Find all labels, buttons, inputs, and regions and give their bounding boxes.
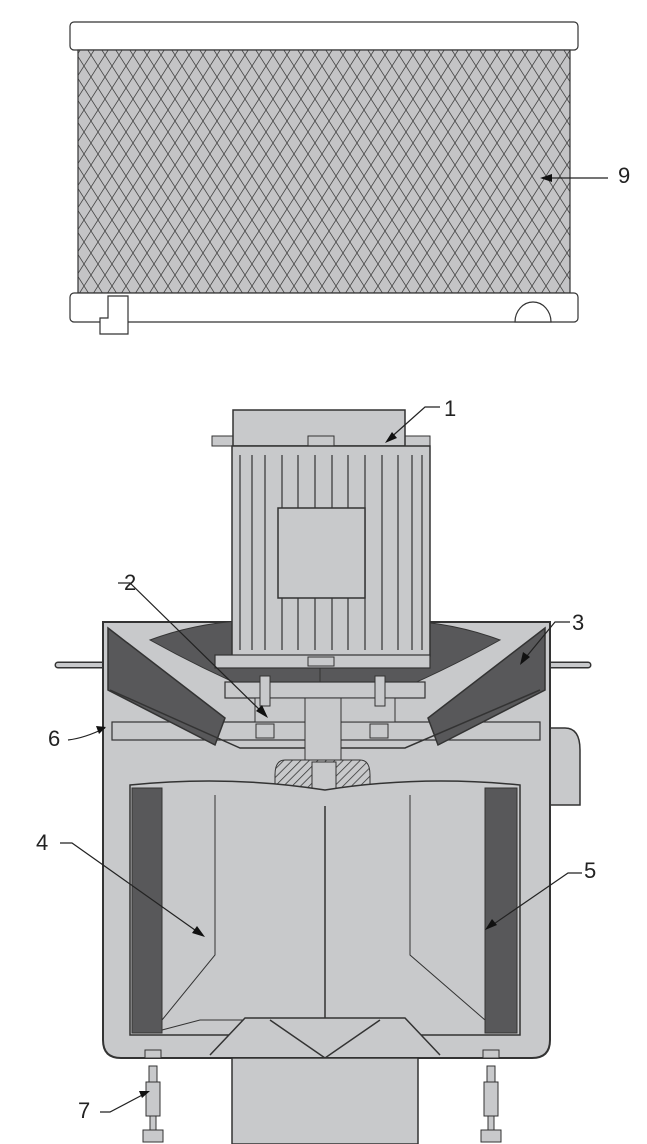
filter-notch	[514, 301, 552, 323]
left-cone	[107, 626, 226, 747]
callout-9: 9	[618, 163, 630, 188]
terminal-box	[277, 507, 366, 599]
motor	[211, 409, 431, 669]
leader-lines	[60, 177, 608, 1113]
callout-1: 1	[444, 396, 456, 421]
callout-3: 3	[572, 610, 584, 635]
filter-mesh	[77, 49, 571, 294]
arrowheads	[96, 174, 552, 1098]
callout-6: 6	[48, 726, 60, 751]
bottom-outlet	[231, 1057, 419, 1144]
filter-base	[69, 292, 579, 323]
right-liner	[484, 787, 518, 1034]
drum	[129, 780, 521, 1059]
filter-cartridge	[69, 21, 579, 335]
callout-2: 2	[124, 570, 136, 595]
filter-top-cap	[69, 21, 579, 51]
callout-7: 7	[78, 1098, 90, 1123]
left-liner	[131, 787, 163, 1034]
callout-5: 5	[584, 858, 596, 883]
filter-hook	[99, 295, 129, 335]
right-cone	[427, 626, 546, 747]
mount-plate	[224, 681, 426, 699]
right-foot	[480, 1049, 502, 1143]
left-foot	[142, 1049, 164, 1143]
callout-4: 4	[36, 830, 48, 855]
